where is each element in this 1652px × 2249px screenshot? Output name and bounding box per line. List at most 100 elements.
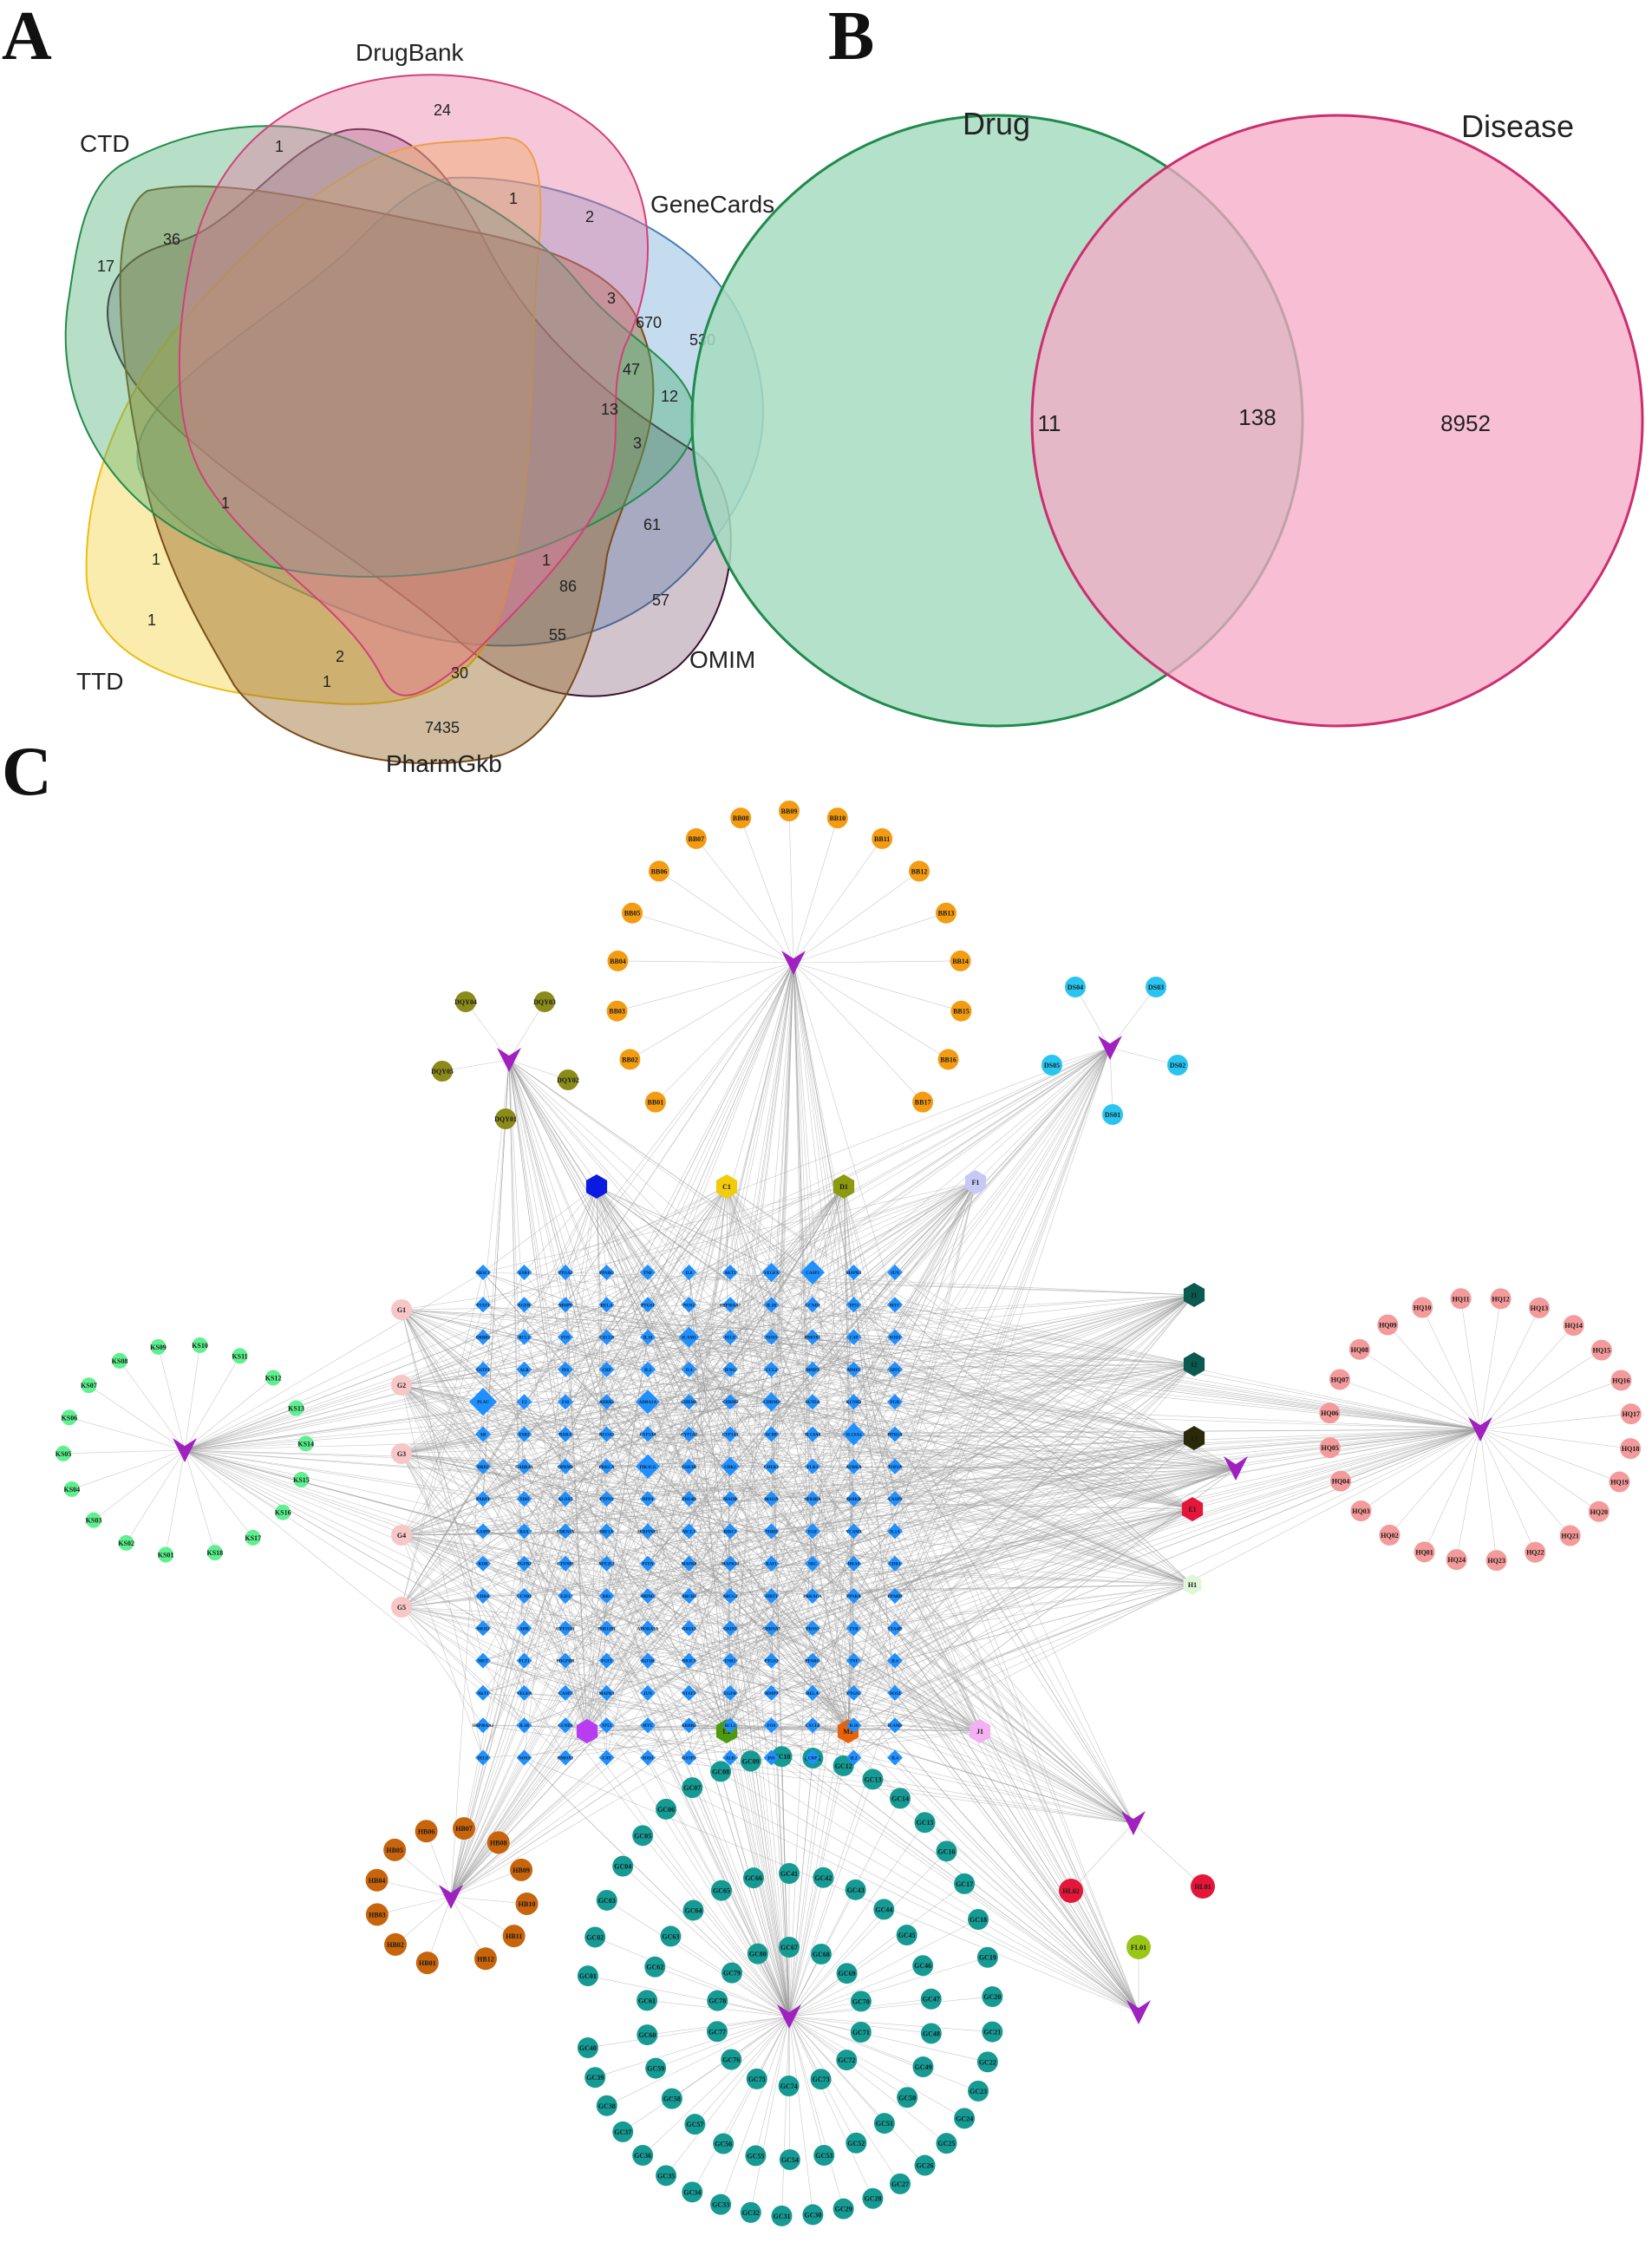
network-edge [524,1401,1195,1439]
network-edge [894,1508,1193,1661]
network-edge [771,1434,1193,1585]
network-edge [606,1584,1193,1661]
target-node-label: NOS2 [683,1304,695,1308]
hq-node [1563,1315,1584,1337]
target-node-label: CCND1 [806,1304,820,1308]
gc-node-label: GC38 [598,2102,616,2110]
network-edge [812,1294,1195,1402]
venn-count: 57 [652,592,669,609]
hq-node-label: HQ11 [1453,1295,1470,1303]
target-node [640,1329,656,1345]
target-node-label: TYR [849,1627,859,1631]
network-edge [184,1272,854,1451]
network-edge [401,1272,566,1386]
network-edge [894,1369,1195,1439]
network-edge [596,1186,854,1694]
target-node-label: NR3C1 [682,1660,696,1664]
network-edge [401,1309,525,1337]
target-node [558,1491,573,1507]
network-edge [401,1534,813,1694]
target-node-label: SIRT1 [766,1595,778,1599]
hb-node [453,1817,476,1840]
network-edge [524,1402,728,1732]
bb-node [909,860,930,882]
network-edge [524,1181,976,1402]
network-edge [726,1186,854,1597]
network-edge [894,1047,1111,1629]
network-edge [853,1304,1193,1585]
network-edge [1109,1047,1179,1066]
hq-node [1329,1369,1351,1390]
target-node [640,1361,656,1377]
gc-node [740,2201,761,2223]
network-edge [689,1294,1195,1597]
network-edge [771,1434,1193,1510]
gc-node [742,1867,764,1889]
gc-node-label: GC50 [898,2094,916,2102]
venn-count: 55 [549,626,566,644]
target-node [763,1588,780,1604]
network-edge [853,1429,1481,1758]
network-edge [401,1384,731,1758]
network-edge [401,1309,525,1564]
network-edge [565,1294,1195,1629]
network-edge [812,1304,1237,1469]
network-edge [1340,1429,1481,1481]
network-edge [565,1437,1195,1532]
network-edge [812,1272,1134,1824]
target-node-label: CAT [849,1337,859,1341]
network-edge [665,2016,790,2176]
gc-node [637,2024,658,2046]
network-edge [184,1449,216,1553]
network-edge [508,1059,854,1597]
gc-node [873,2113,895,2135]
target-node [475,1426,491,1442]
target-node-label: AKT1 [724,1272,736,1276]
gc-node [596,2095,617,2116]
network-edge [401,1304,566,1455]
network-edge [729,1337,1481,1430]
network-edge [788,2016,825,2156]
target-node-label: PPARA [846,1595,861,1599]
network-edge [689,1186,728,1564]
ds-node [1041,1055,1062,1075]
network-edge [482,1186,845,1273]
network-edge [689,1692,790,2017]
target-node-label: MAPK1 [599,1692,615,1697]
target-node [516,1749,532,1766]
hq-node-label: HQ04 [1332,1478,1349,1486]
target-node-label: F2 [522,1401,527,1405]
hb-node-label: HB03 [369,1911,386,1919]
network-edge [482,1294,1195,1532]
target-node-label: ERBB2 [476,1337,491,1341]
network-edge [596,1186,607,1273]
network-edge [482,1466,1134,1824]
network-edge [771,1304,1481,1430]
target-node-label: IL2 [851,1757,858,1762]
network-edge [647,1047,1111,1273]
gc-node-label: GC71 [852,2029,870,2037]
target-node-label: NOS2 [890,1692,901,1697]
target-node [640,1620,656,1637]
target-node [722,1749,738,1766]
network-edge [788,1692,896,2017]
target-node-label: PDE4D [682,1498,696,1502]
gc-node [584,2067,606,2089]
network-edge [524,1628,728,1732]
network-edge [596,1186,896,1337]
network-edge [1479,1429,1536,1553]
network-edge [631,912,794,964]
target-node-label: CDK2 [724,1466,736,1470]
hb-node-label: HB11 [506,1932,522,1940]
network-edge [771,1660,981,1732]
target-node-label: CCNB1 [517,1595,532,1599]
network-edge [788,2001,861,2017]
venn-count: 24 [434,101,451,119]
target-node [763,1555,780,1572]
network-edge [401,1453,689,1532]
venn-count: 3 [607,290,616,307]
network-edge [596,1186,896,1370]
hb-node [365,1868,389,1892]
hq-node-label: HQ02 [1381,1532,1398,1540]
target-node [598,1555,615,1572]
